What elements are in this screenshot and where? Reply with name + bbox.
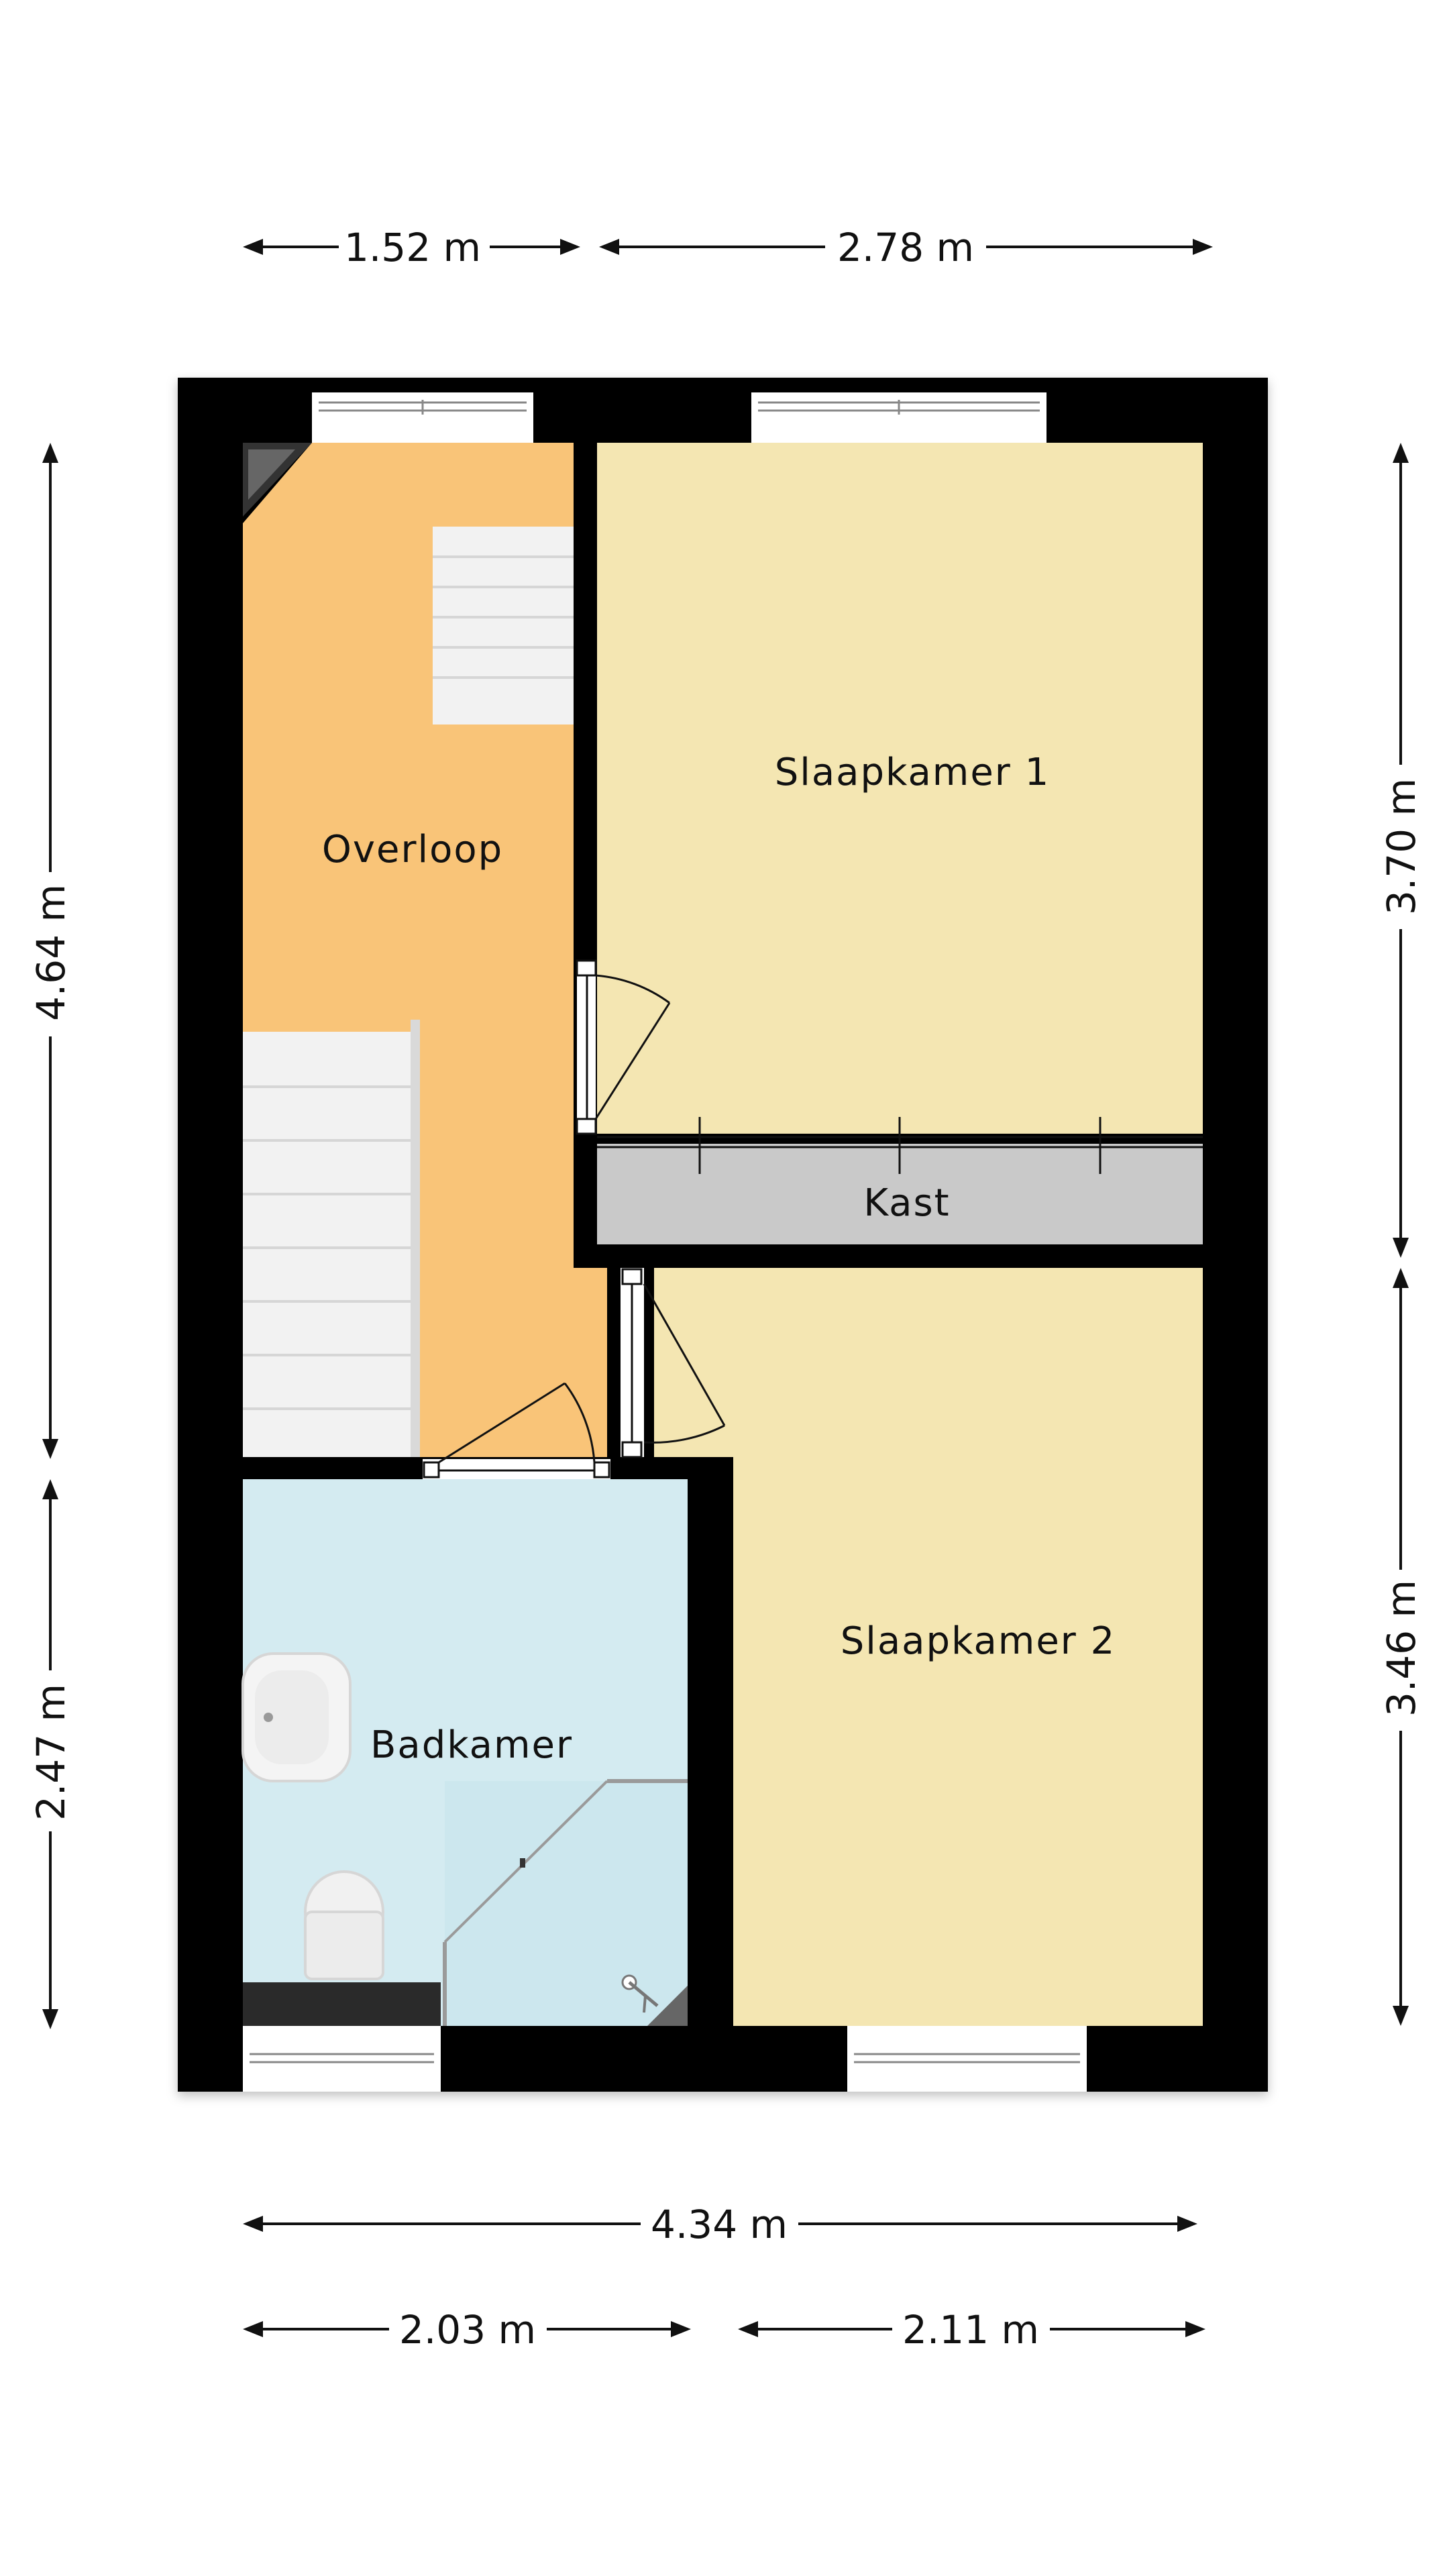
door-badkamer	[423, 1382, 610, 1479]
door-slaapkamer-2	[621, 1268, 726, 1458]
shower-enclosure	[443, 1779, 688, 2026]
dim-bottom-total-label: 4.34 m	[651, 2202, 788, 2247]
label-overloop: Overloop	[322, 828, 503, 871]
kast-sliding-doors	[597, 1117, 1203, 1174]
lower-stairs	[243, 1020, 420, 1457]
dim-left-upper: 4.64 m	[28, 443, 74, 1459]
label-badkamer: Badkamer	[370, 1723, 573, 1767]
dim-left-lower-label: 2.47 m	[28, 1684, 74, 1821]
dim-right-upper: 3.70 m	[1379, 443, 1424, 1258]
dim-top-left-label: 1.52 m	[344, 225, 481, 270]
corner-duct-inner	[248, 449, 295, 500]
dim-right-lower-label: 3.46 m	[1379, 1580, 1424, 1717]
dim-right-upper-label: 3.70 m	[1379, 778, 1424, 915]
dim-right-lower: 3.46 m	[1379, 1268, 1424, 2026]
dim-bottom-left-label: 2.03 m	[399, 2307, 536, 2353]
label-slaapkamer-2: Slaapkamer 2	[841, 1619, 1116, 1663]
dim-bottom-left: 2.03 m	[243, 2307, 691, 2353]
dim-bottom-right-label: 2.11 m	[902, 2307, 1039, 2353]
window-bottom-right	[847, 2026, 1087, 2092]
drain-corner	[647, 1986, 688, 2026]
window-top-right	[751, 392, 1046, 443]
label-kast: Kast	[863, 1181, 950, 1225]
toilet-icon	[243, 1870, 441, 2026]
slaapkamer-2-room	[654, 1268, 1203, 2026]
window-top-left	[312, 392, 533, 443]
dim-top-right: 2.78 m	[599, 225, 1213, 270]
sink-icon	[241, 1652, 352, 1782]
upper-stairs	[433, 527, 574, 724]
dim-bottom-right: 2.11 m	[738, 2307, 1205, 2353]
dim-bottom-total: 4.34 m	[243, 2202, 1197, 2247]
slaapkamer-1-room	[597, 443, 1203, 1134]
label-slaapkamer-1: Slaapkamer 1	[775, 751, 1051, 794]
shower-head-icon	[621, 1974, 659, 2013]
door-slaapkamer-1	[576, 959, 671, 1135]
dim-left-upper-label: 4.64 m	[28, 884, 74, 1021]
dim-top-left: 1.52 m	[243, 225, 580, 270]
stair-handrail	[411, 1020, 420, 1457]
dim-left-lower: 2.47 m	[28, 1479, 74, 2029]
window-bottom-left	[243, 2026, 441, 2092]
dim-top-right-label: 2.78 m	[837, 225, 974, 270]
